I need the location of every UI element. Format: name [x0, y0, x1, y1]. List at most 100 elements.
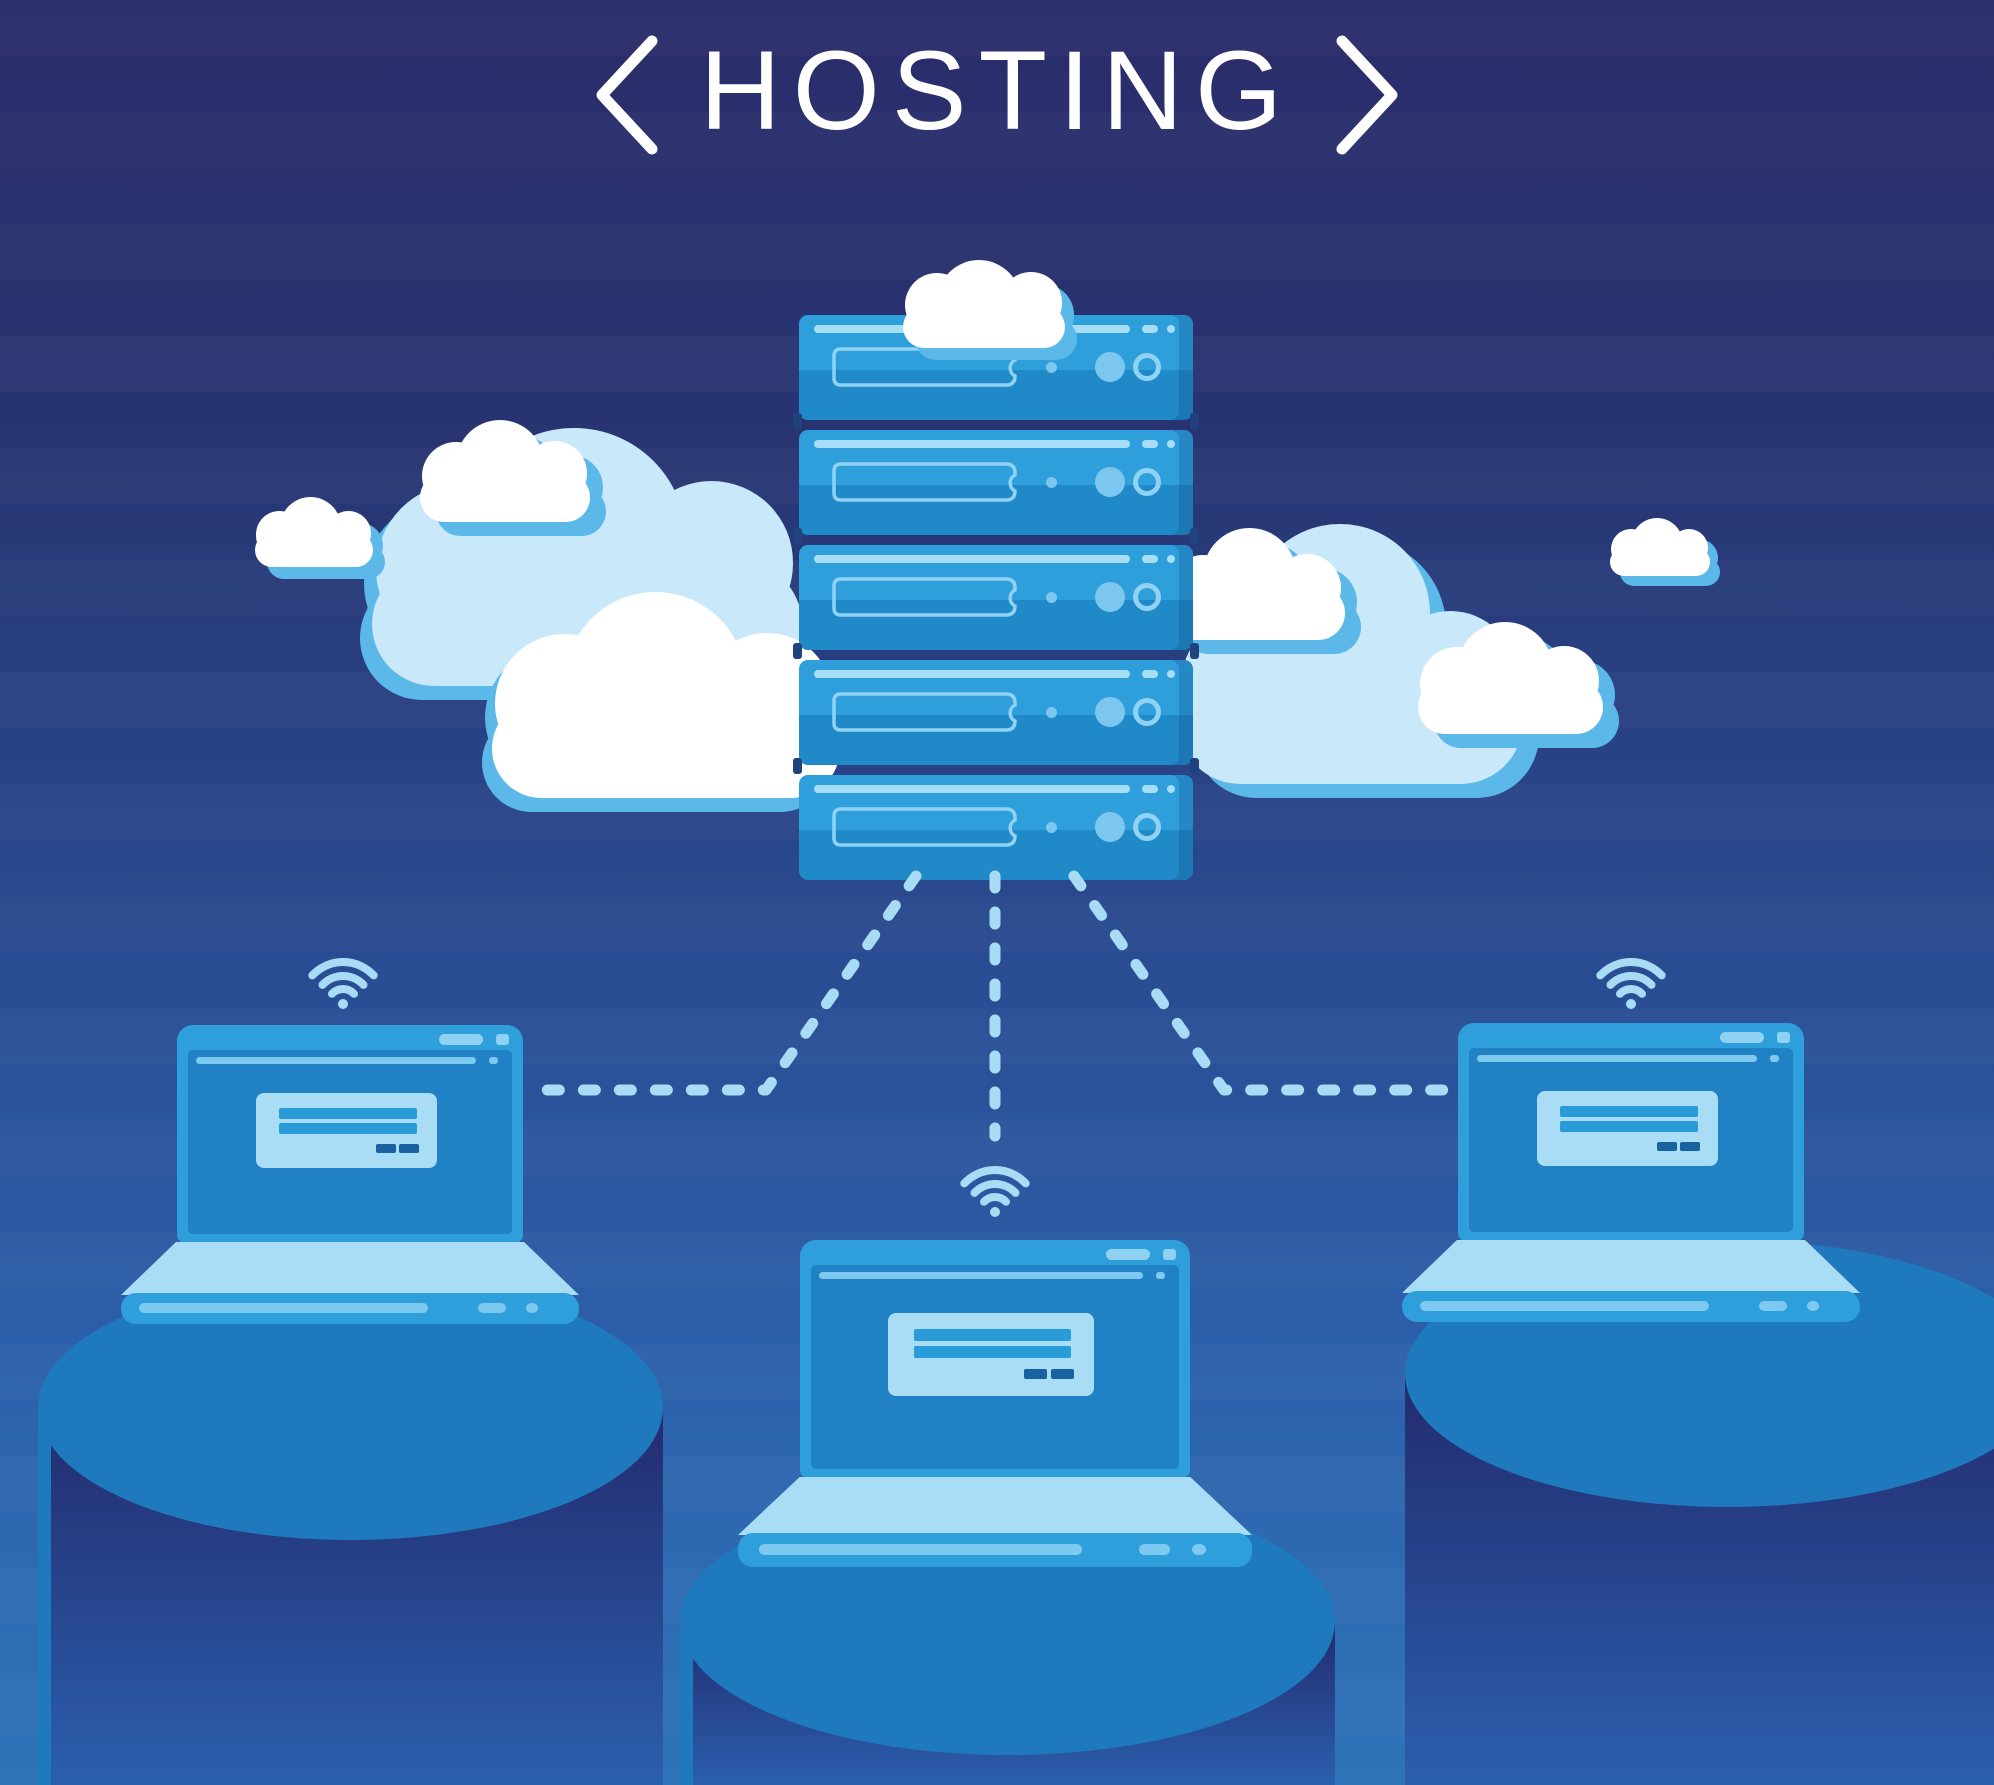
server-led-large [1095, 697, 1125, 727]
server-led-ring [1133, 583, 1161, 611]
server-rack-tab-right [1190, 643, 1199, 659]
server-highlight-dot [1167, 670, 1175, 678]
dialog-text-bar [1559, 1106, 1698, 1117]
cloud-right-white-left [1165, 528, 1345, 640]
server-highlight-dash [1142, 670, 1158, 678]
laptop-center [738, 1240, 1252, 1580]
dialog-button [1051, 1369, 1074, 1380]
server-highlight-dot [1167, 325, 1175, 333]
server-unit [793, 545, 1199, 659]
dialog-button [1656, 1141, 1677, 1151]
dialog-button [399, 1143, 420, 1153]
cloud-small-left [255, 497, 373, 567]
base-slot-line [758, 1543, 1083, 1556]
cloud-left-white-top [420, 420, 590, 522]
server-led-large [1095, 467, 1125, 497]
laptop-base [1402, 1240, 1860, 1293]
server-highlight-dash [1142, 325, 1158, 333]
dialog-text-bar [278, 1123, 417, 1134]
server-unit [793, 660, 1199, 774]
laptop-lid [800, 1240, 1190, 1478]
laptop-base-bar [1402, 1291, 1860, 1322]
cloud-right-white-right [1418, 622, 1603, 734]
server-rack-tab-left [793, 528, 802, 544]
base-dot [525, 1302, 538, 1314]
screen-top-dot [1770, 1055, 1779, 1062]
cloud-over-server [903, 260, 1065, 348]
dialog-window [888, 1312, 1095, 1396]
lid-dash-mark [1106, 1249, 1150, 1260]
server-highlight-dot [1167, 440, 1175, 448]
laptop-lid [177, 1025, 523, 1243]
laptop-screen [811, 1265, 1179, 1469]
lid-dot-mark [496, 1034, 509, 1045]
server-led-small [1046, 477, 1057, 488]
server-led-large [1095, 352, 1125, 382]
wifi-icon [308, 958, 378, 1009]
server-stack [793, 315, 1199, 880]
left-angle-bracket-icon [596, 35, 658, 155]
base-dash [1138, 1543, 1170, 1556]
base-slot-line [139, 1302, 428, 1314]
screen-top-line [196, 1057, 476, 1064]
server-highlight-dash [1142, 555, 1158, 563]
server-led-small [1046, 592, 1057, 603]
page-title: HOSTING [0, 34, 1994, 156]
server-led-small [1046, 707, 1057, 718]
title-text: HOSTING [699, 28, 1295, 153]
server-led-ring [1133, 698, 1161, 726]
connection-server-to-right-laptop [1068, 870, 1454, 1096]
server-drive-slot [832, 692, 1017, 732]
server-highlight-dash [1142, 440, 1158, 448]
base-dot [1192, 1543, 1206, 1556]
base-dot [1806, 1300, 1819, 1312]
dialog-button [375, 1143, 396, 1153]
server-rack-tab-left [793, 643, 802, 659]
lid-dot-mark [1163, 1249, 1176, 1260]
server-unit [799, 775, 1193, 880]
lid-dash-mark [439, 1034, 483, 1045]
server-rack-tab-right [1190, 413, 1199, 429]
base-slot-line [1420, 1300, 1709, 1312]
server-drive-slot [832, 577, 1017, 617]
server-highlight-line [814, 440, 1130, 448]
server-drive-slot [832, 807, 1017, 847]
dialog-text-bar [914, 1345, 1071, 1358]
dialog-text-bar [914, 1329, 1071, 1342]
laptop-base [738, 1477, 1252, 1535]
server-led-large [1095, 582, 1125, 612]
cloud-left-white-front [492, 592, 840, 798]
dialog-text-bar [1559, 1121, 1698, 1132]
screen-top-line [1477, 1055, 1757, 1062]
wifi-icon [960, 1166, 1030, 1217]
dialog-window [1537, 1091, 1719, 1166]
server-highlight-dot [1167, 555, 1175, 563]
screen-top-dot [489, 1057, 498, 1064]
lid-dot-mark [1777, 1032, 1790, 1043]
laptop-lid [1458, 1023, 1804, 1241]
base-dash [1759, 1300, 1787, 1312]
server-led-small [1046, 822, 1057, 833]
pedestal-left [38, 1275, 663, 1785]
server-highlight-dot [1167, 785, 1175, 793]
dialog-button [1024, 1369, 1047, 1380]
laptop-screen [1469, 1048, 1793, 1232]
laptop-base [121, 1242, 579, 1295]
server-highlight-line [814, 555, 1130, 563]
right-angle-bracket-icon [1336, 35, 1398, 155]
server-rack-tab-left [793, 758, 802, 774]
server-highlight-line [814, 785, 1130, 793]
server-led-large [1095, 812, 1125, 842]
server-rack-tab-left [793, 413, 802, 429]
server-highlight-dash [1142, 785, 1158, 793]
screen-top-dot [1156, 1272, 1165, 1279]
server-drive-slot [832, 347, 1017, 387]
server-led-small [1046, 362, 1057, 373]
dialog-text-bar [278, 1108, 417, 1119]
server-rack-tab-right [1190, 758, 1199, 774]
server-drive-slot [832, 462, 1017, 502]
server-led-ring [1133, 468, 1161, 496]
wifi-icon [1596, 958, 1666, 1009]
dialog-window [256, 1093, 438, 1168]
